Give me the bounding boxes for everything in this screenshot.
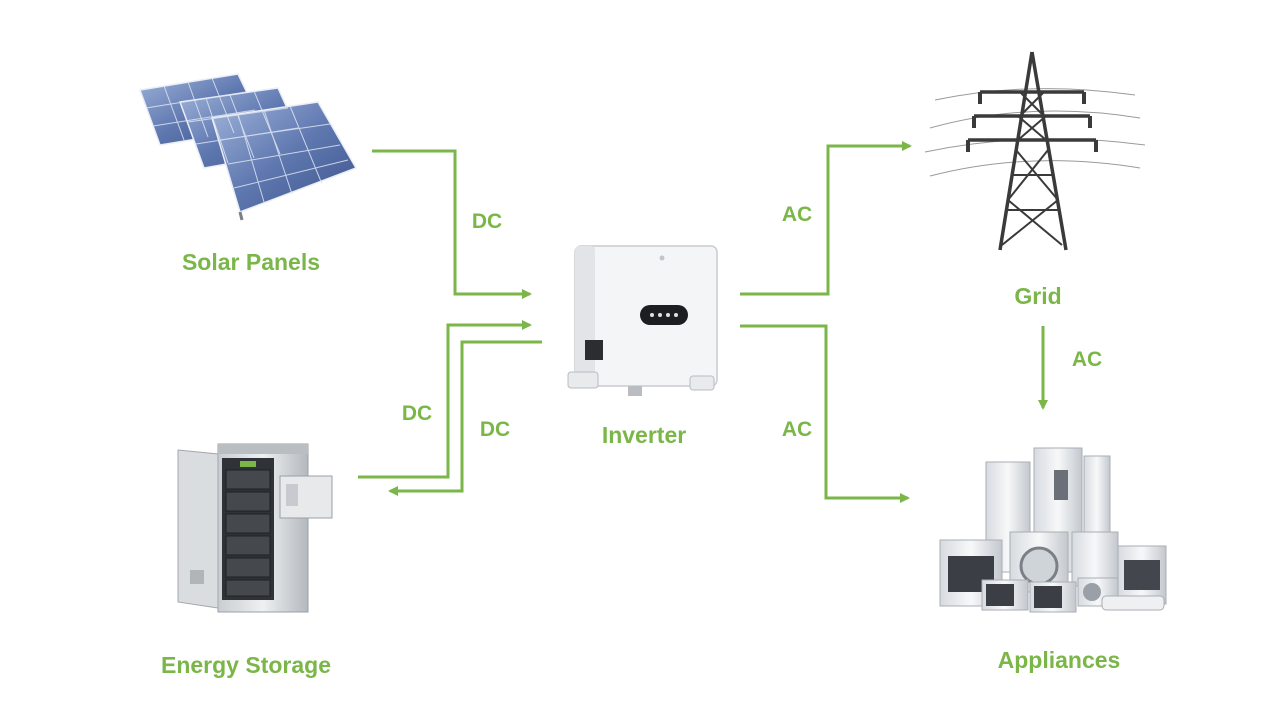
flow-line-inverter-to-grid [740,141,912,296]
flow-label-storage-to-inverter: DC [401,402,433,425]
solar-panels-label: Solar Panels [181,249,321,275]
flow-line-solar-to-inverter [372,149,532,299]
transmission-tower-icon [924,51,1146,251]
inverter-icon [567,245,718,396]
flow-line-inverter-to-appliances [740,324,910,503]
battery-cabinet-icon [177,443,333,613]
inverter-label: Inverter [601,422,687,448]
flow-label-inverter-to-grid: AC [781,203,813,226]
flow-line-inverter-to-storage [388,340,542,496]
flow-label-grid-to-appliances: AC [1071,348,1103,371]
appliances-label: Appliances [997,647,1121,673]
home-appliances-icon [939,447,1167,613]
energy-storage-label: Energy Storage [161,652,331,678]
flow-line-storage-to-inverter [358,320,532,479]
solar-panel-icon [138,73,358,221]
flow-label-solar-to-inverter: DC [471,210,503,233]
flow-label-inverter-to-storage: DC [479,418,511,441]
grid-label: Grid [1014,283,1062,309]
flow-label-inverter-to-appliances: AC [781,418,813,441]
